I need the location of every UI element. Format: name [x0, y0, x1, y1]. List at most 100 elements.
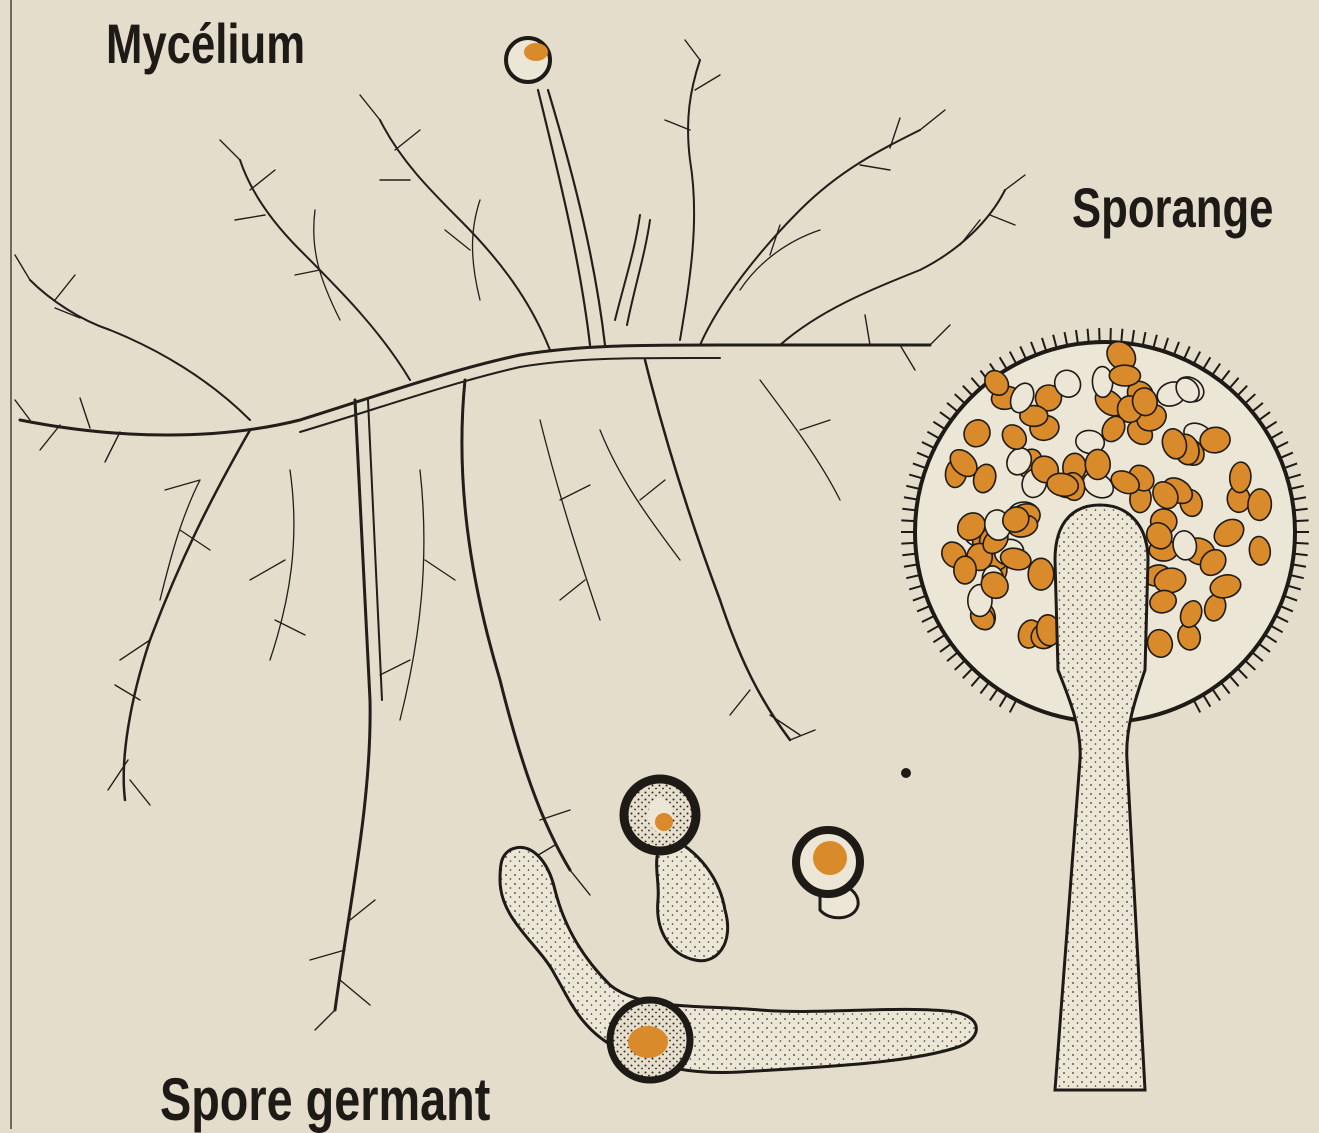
- bristle: [1290, 486, 1304, 489]
- bristle: [1280, 453, 1293, 458]
- label-sporange: Sporange: [1072, 180, 1273, 236]
- bristle: [940, 412, 951, 420]
- bristle: [1203, 695, 1210, 707]
- bristle: [1010, 700, 1017, 712]
- bristle: [1276, 442, 1289, 448]
- bristle: [1064, 332, 1067, 346]
- bristle: [1143, 332, 1146, 346]
- bristle: [1294, 554, 1308, 556]
- label-mycelium: Mycélium: [106, 16, 305, 72]
- bristle: [1042, 338, 1046, 351]
- bristle: [1212, 364, 1220, 376]
- bristle: [1020, 346, 1026, 359]
- bristle: [902, 509, 916, 511]
- bristle: [913, 596, 926, 601]
- bristle: [1294, 509, 1308, 511]
- bristle: [1184, 346, 1190, 359]
- bristle: [1290, 575, 1304, 578]
- bristle: [922, 442, 935, 448]
- bristle: [1270, 432, 1282, 439]
- bristle: [1000, 357, 1007, 369]
- bristle: [933, 635, 945, 643]
- bristle: [909, 586, 922, 590]
- germinating-spores: [500, 779, 976, 1080]
- bristle: [1284, 596, 1297, 601]
- sporangium-stalk: [1055, 505, 1148, 1090]
- bristle: [1292, 564, 1306, 566]
- bristle: [1088, 329, 1089, 343]
- bristle: [1031, 342, 1036, 355]
- bristle: [1221, 370, 1230, 381]
- bristle: [1000, 695, 1007, 707]
- bristle: [990, 689, 998, 701]
- bristle: [955, 394, 965, 403]
- bristle: [1252, 403, 1263, 412]
- spore-budding-a: [624, 779, 728, 961]
- bristle: [904, 497, 918, 499]
- bristle: [1194, 700, 1201, 712]
- bristle: [913, 463, 926, 468]
- bristle: [906, 575, 920, 578]
- bristle: [1295, 520, 1309, 521]
- bristle: [1121, 329, 1122, 343]
- bristle: [902, 554, 916, 556]
- bristle: [1287, 475, 1300, 479]
- bristle: [909, 475, 922, 479]
- bristle: [1229, 676, 1238, 687]
- spore-budding-b: [796, 830, 860, 918]
- bristle: [1284, 463, 1297, 468]
- bristle: [1280, 606, 1293, 611]
- bristle: [1287, 586, 1300, 590]
- bristle: [933, 422, 945, 430]
- bristle: [1270, 625, 1282, 632]
- bristle: [971, 676, 980, 687]
- bristle: [947, 652, 958, 661]
- bristle: [971, 378, 980, 389]
- bristle: [1265, 422, 1277, 430]
- bristle: [927, 625, 939, 632]
- bristle: [906, 486, 920, 489]
- label-spore-germant: Spore germant: [160, 1070, 490, 1130]
- bristle: [1295, 543, 1309, 544]
- spore: [1109, 365, 1140, 386]
- mycelium-main-hypha: [20, 345, 930, 435]
- bristle: [1292, 497, 1306, 499]
- bristle: [1212, 689, 1220, 701]
- bristle: [1259, 412, 1270, 420]
- bristle: [1203, 357, 1210, 369]
- bristle: [1164, 338, 1168, 351]
- bristle: [927, 432, 939, 439]
- bristle: [955, 660, 965, 669]
- bristle: [963, 668, 973, 678]
- bristle: [922, 616, 935, 622]
- bristle: [901, 520, 915, 521]
- bristle: [901, 543, 915, 544]
- bristle: [917, 453, 930, 458]
- bristle: [1237, 668, 1247, 678]
- spore: [1085, 449, 1110, 479]
- bristle: [1076, 330, 1078, 344]
- bristle: [1010, 352, 1017, 364]
- bristle: [1259, 644, 1270, 652]
- spore: [1247, 488, 1272, 521]
- bristle: [947, 403, 958, 412]
- bristle: [940, 644, 951, 652]
- small-sporangium: [506, 38, 550, 82]
- bristle: [1265, 635, 1277, 643]
- bristle: [1132, 330, 1134, 344]
- bristle: [1252, 652, 1263, 661]
- bristle: [1237, 386, 1247, 396]
- bristle: [1229, 378, 1238, 389]
- bristle: [904, 564, 918, 566]
- spore-germ-tube: [500, 847, 976, 1080]
- spore: [1028, 558, 1054, 590]
- bristle: [1245, 394, 1255, 403]
- sporangium-large: [901, 328, 1309, 1090]
- bristle: [1221, 682, 1230, 693]
- spore: [954, 556, 976, 584]
- ink-dot: [901, 768, 911, 778]
- bristle: [917, 606, 930, 611]
- bristle: [1194, 352, 1201, 364]
